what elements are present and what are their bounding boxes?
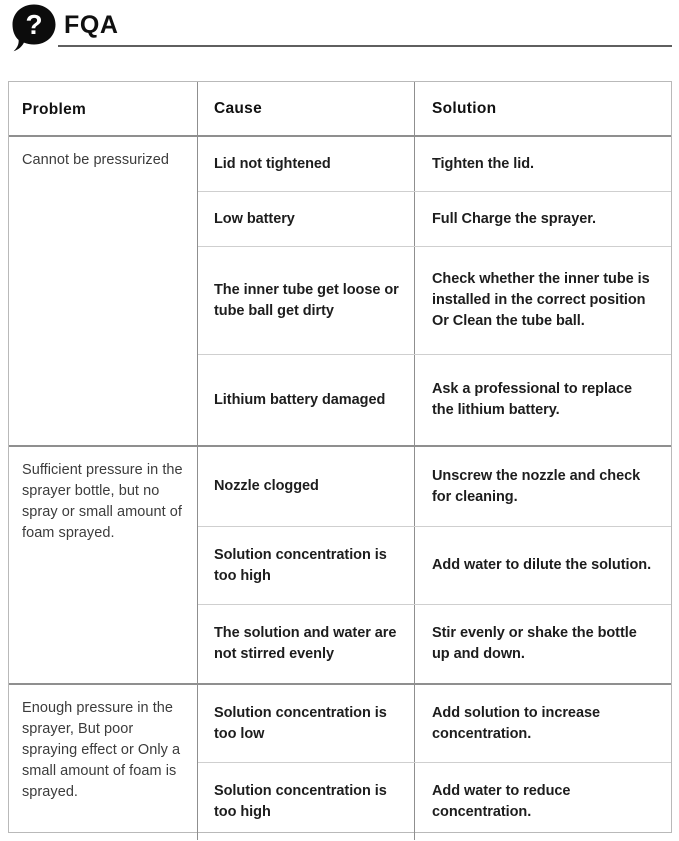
solution-cell: Tighten the lid.	[415, 137, 671, 191]
list-item: Nozzle clogged Unscrew the nozzle and ch…	[198, 447, 671, 527]
cause-text: Low battery	[214, 210, 295, 227]
cause-cell: Lithium battery damaged	[198, 355, 415, 445]
table-row: Enough pressure in the sprayer, But poor…	[9, 685, 671, 840]
question-speech-bubble-icon: ?	[8, 3, 60, 53]
cause-text: The inner tube get loose or tube ball ge…	[214, 281, 399, 319]
cause-cell: Nozzle clogged	[198, 447, 415, 526]
list-item: Lithium battery damaged Ask a profession…	[198, 355, 671, 445]
solution-text: Stir evenly or shake the bottle up and d…	[432, 625, 637, 662]
cause-text: Nozzle clogged	[214, 478, 319, 494]
solution-cell: Add water to reduce concentration.	[415, 763, 671, 840]
problem-cell: Sufficient pressure in the sprayer bottl…	[9, 447, 198, 683]
solution-text: Add water to reduce concentration.	[432, 782, 571, 820]
solution-cell: Ask a professional to replace the lithiu…	[415, 355, 671, 445]
header-divider	[58, 45, 672, 47]
problem-cell: Cannot be pressurized	[9, 137, 198, 445]
problem-text: Cannot be pressurized	[22, 152, 169, 168]
cause-text: Solution concentration is too high	[214, 782, 387, 820]
solution-cell: Add water to dilute the solution.	[415, 527, 671, 604]
list-item: Solution concentration is too low Add so…	[198, 685, 671, 763]
solution-cell: Add solution to increase concentration.	[415, 685, 671, 762]
list-item: Lid not tightened Tighten the lid.	[198, 137, 671, 192]
list-item: The solution and water are not stirred e…	[198, 605, 671, 683]
list-item: Solution concentration is too high Add w…	[198, 527, 671, 605]
column-header-solution: Solution	[415, 82, 671, 135]
solution-text: Add solution to increase concentration.	[432, 704, 600, 742]
column-header-solution-label: Solution	[432, 99, 497, 117]
cause-cell: Low battery	[198, 192, 415, 246]
cause-text: Solution concentration is too high	[214, 546, 387, 584]
solution-text: Check whether the inner tube is installe…	[432, 271, 650, 329]
solution-text: Add water to dilute the solution.	[432, 557, 652, 573]
cause-solution-list: Nozzle clogged Unscrew the nozzle and ch…	[198, 447, 671, 683]
problem-cell: Enough pressure in the sprayer, But poor…	[9, 685, 198, 840]
cause-text: Lithium battery damaged	[214, 391, 386, 408]
solution-cell: Stir evenly or shake the bottle up and d…	[415, 605, 671, 683]
cause-text: Solution concentration is too low	[214, 704, 387, 742]
list-item: Low battery Full Charge the sprayer.	[198, 192, 671, 247]
column-header-cause: Cause	[198, 82, 415, 135]
solution-cell: Full Charge the sprayer.	[415, 192, 671, 246]
table-row: Cannot be pressurized Lid not tightened …	[9, 137, 671, 447]
cause-cell: The solution and water are not stirred e…	[198, 605, 415, 683]
cause-cell: Solution concentration is too high	[198, 763, 415, 840]
solution-text: Ask a professional to replace the lithiu…	[432, 381, 633, 418]
cause-cell: Solution concentration is too low	[198, 685, 415, 762]
solution-cell: Unscrew the nozzle and check for cleanin…	[415, 447, 671, 526]
cause-cell: Solution concentration is too high	[198, 527, 415, 604]
column-header-cause-label: Cause	[214, 99, 263, 117]
problem-text: Enough pressure in the sprayer, But poor…	[22, 700, 181, 800]
cause-text: Lid not tightened	[214, 155, 331, 172]
cause-cell: The inner tube get loose or tube ball ge…	[198, 247, 415, 354]
list-item: Solution concentration is too high Add w…	[198, 763, 671, 840]
solution-cell: Check whether the inner tube is installe…	[415, 247, 671, 354]
problem-text: Sufficient pressure in the sprayer bottl…	[22, 462, 183, 541]
table-row: Sufficient pressure in the sprayer bottl…	[9, 447, 671, 685]
cause-text: The solution and water are not stirred e…	[214, 625, 397, 662]
page-title: FQA	[64, 11, 119, 39]
list-item: The inner tube get loose or tube ball ge…	[198, 247, 671, 355]
column-header-problem: Problem	[9, 82, 198, 135]
page-header: ? FQA	[0, 0, 679, 58]
solution-text: Unscrew the nozzle and check for cleanin…	[432, 467, 641, 505]
solution-text: Full Charge the sprayer.	[432, 210, 596, 227]
svg-text:?: ?	[25, 9, 42, 40]
column-header-problem-label: Problem	[22, 101, 87, 118]
solution-text: Tighten the lid.	[432, 155, 535, 172]
cause-solution-list: Lid not tightened Tighten the lid. Low b…	[198, 137, 671, 445]
faq-table: Problem Cause Solution Cannot be pressur…	[8, 81, 672, 840]
cause-cell: Lid not tightened	[198, 137, 415, 191]
cause-solution-list: Solution concentration is too low Add so…	[198, 685, 671, 840]
table-header-row: Problem Cause Solution	[9, 82, 671, 137]
